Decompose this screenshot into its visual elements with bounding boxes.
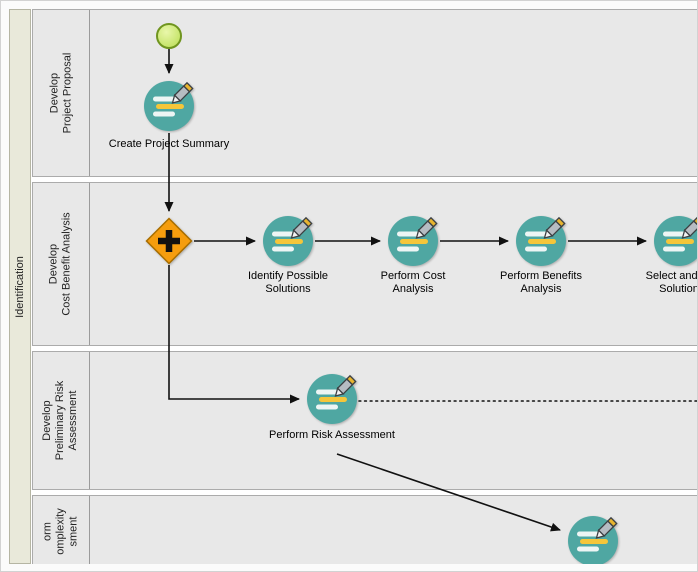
task-perform-cost-analysis[interactable] xyxy=(387,215,439,267)
label-line: Perform Benefits xyxy=(500,270,582,282)
task-label-identify-possible-solutions: Identify Possible Solutions xyxy=(248,270,328,296)
lane-label-line: orm xyxy=(41,521,54,541)
label-line: Solution xyxy=(659,283,698,295)
diagram-canvas[interactable]: Identification Develop Project Proposal … xyxy=(9,9,698,564)
pool-identification[interactable]: Identification xyxy=(9,9,31,564)
task-bottom-unlabeled[interactable] xyxy=(567,515,619,564)
task-select-and-justify-solution[interactable] xyxy=(653,215,698,267)
lane-label-line: Assessment xyxy=(67,390,80,451)
lane-label-line: Project Proposal xyxy=(61,52,73,134)
lane-label-line: omplexity xyxy=(54,507,67,555)
pool-label: Identification xyxy=(14,255,27,318)
label-line: Perform Cost xyxy=(380,270,446,282)
task-label-perform-benefits-analysis: Perform Benefits Analysis xyxy=(500,270,582,296)
label-line: Solutions xyxy=(265,283,311,295)
task-perform-benefits-analysis[interactable] xyxy=(515,215,567,267)
lane-develop-preliminary-risk-assessment: Develop Preliminary Risk Assessment xyxy=(32,351,697,490)
task-label-select-and-justify-solution: Select and Ju Solution xyxy=(645,270,698,296)
lane-label-develop-cost-benefit-analysis[interactable]: Develop Cost Benefit Analysis xyxy=(33,183,90,345)
label-line: Identify Possible xyxy=(247,270,329,282)
label-line: Select and Ju xyxy=(645,270,698,282)
lane-label-develop-project-proposal[interactable]: Develop Project Proposal xyxy=(33,10,90,176)
lane-label-line: sment xyxy=(67,516,80,546)
lane-label-line: Develop xyxy=(48,72,60,114)
lane-label-bottom-partial[interactable]: orm omplexity sment xyxy=(33,496,90,564)
task-label-perform-risk-assessment: Perform Risk Assessment xyxy=(269,429,395,441)
lane-label-line: Cost Benefit Analysis xyxy=(61,212,73,316)
lane-develop-project-proposal: Develop Project Proposal xyxy=(32,9,697,177)
task-identify-possible-solutions[interactable] xyxy=(262,215,314,267)
parallel-gateway[interactable] xyxy=(145,217,193,265)
lane-label-line: Develop xyxy=(41,400,54,441)
lane-label-line: Develop xyxy=(48,243,60,285)
lane-label-develop-preliminary-risk-assessment[interactable]: Develop Preliminary Risk Assessment xyxy=(33,352,90,489)
plus-icon xyxy=(158,230,180,252)
task-perform-risk-assessment[interactable] xyxy=(306,373,358,425)
task-create-project-summary[interactable] xyxy=(143,80,195,132)
task-label-perform-cost-analysis: Perform Cost Analysis xyxy=(381,270,446,296)
lane-develop-cost-benefit-analysis: Develop Cost Benefit Analysis xyxy=(32,182,697,346)
label-line: Analysis xyxy=(392,283,434,295)
task-label-create-project-summary: Create Project Summary xyxy=(108,138,230,150)
label-line: Analysis xyxy=(520,283,562,295)
lane-label-line: Preliminary Risk xyxy=(54,380,67,461)
start-event[interactable] xyxy=(156,23,182,49)
